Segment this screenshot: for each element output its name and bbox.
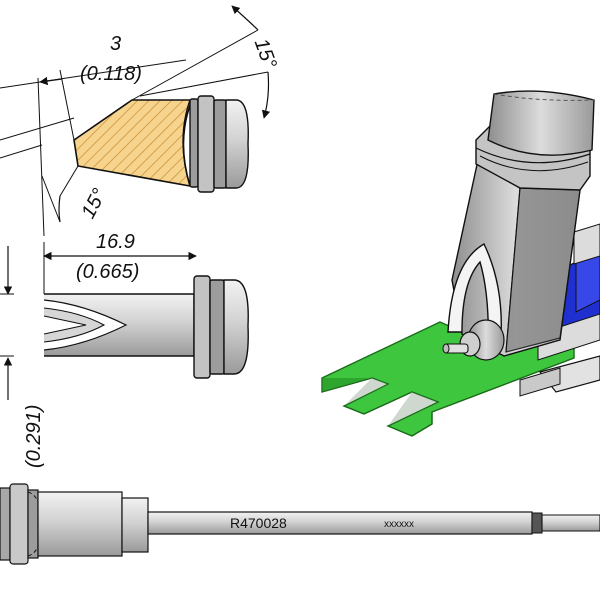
collar-ring xyxy=(189,98,199,188)
part-number-label: R470028 xyxy=(230,515,287,531)
full-cartridge: R470028 xxxxxx xyxy=(0,483,600,565)
isometric-view xyxy=(321,90,600,437)
tip-plan-view: 16.9 (0.665) (0.291) xyxy=(0,231,249,468)
tip-side-view: 3 (0.118) 15° 15° xyxy=(0,5,281,237)
cartridge-shaft xyxy=(147,511,533,535)
dim-tip-length-mm: 16.9 xyxy=(96,231,135,253)
dim-angle-top: 15° xyxy=(250,36,281,72)
collar-ring xyxy=(209,279,225,375)
collar-ring xyxy=(213,99,227,189)
cartridge-handle xyxy=(0,487,11,561)
dim-angle-bottom: 15° xyxy=(77,185,111,222)
shank-end xyxy=(223,279,249,375)
cartridge-body xyxy=(37,491,123,557)
serial-label: xxxxxx xyxy=(384,519,414,530)
dim-tip-width-mm: 3 xyxy=(110,33,121,55)
dim-tip-height-in: (0.291) xyxy=(23,405,45,468)
iron-top-cylinder xyxy=(487,90,595,156)
shank-end xyxy=(225,99,249,189)
tip-hatched-section xyxy=(73,99,194,188)
dim-tip-width-in: (0.118) xyxy=(80,63,142,85)
collar-ring xyxy=(197,95,215,193)
collar-ring xyxy=(193,275,211,379)
cartridge-tip xyxy=(541,514,600,532)
dim-tip-length-in: (0.665) xyxy=(76,261,139,283)
